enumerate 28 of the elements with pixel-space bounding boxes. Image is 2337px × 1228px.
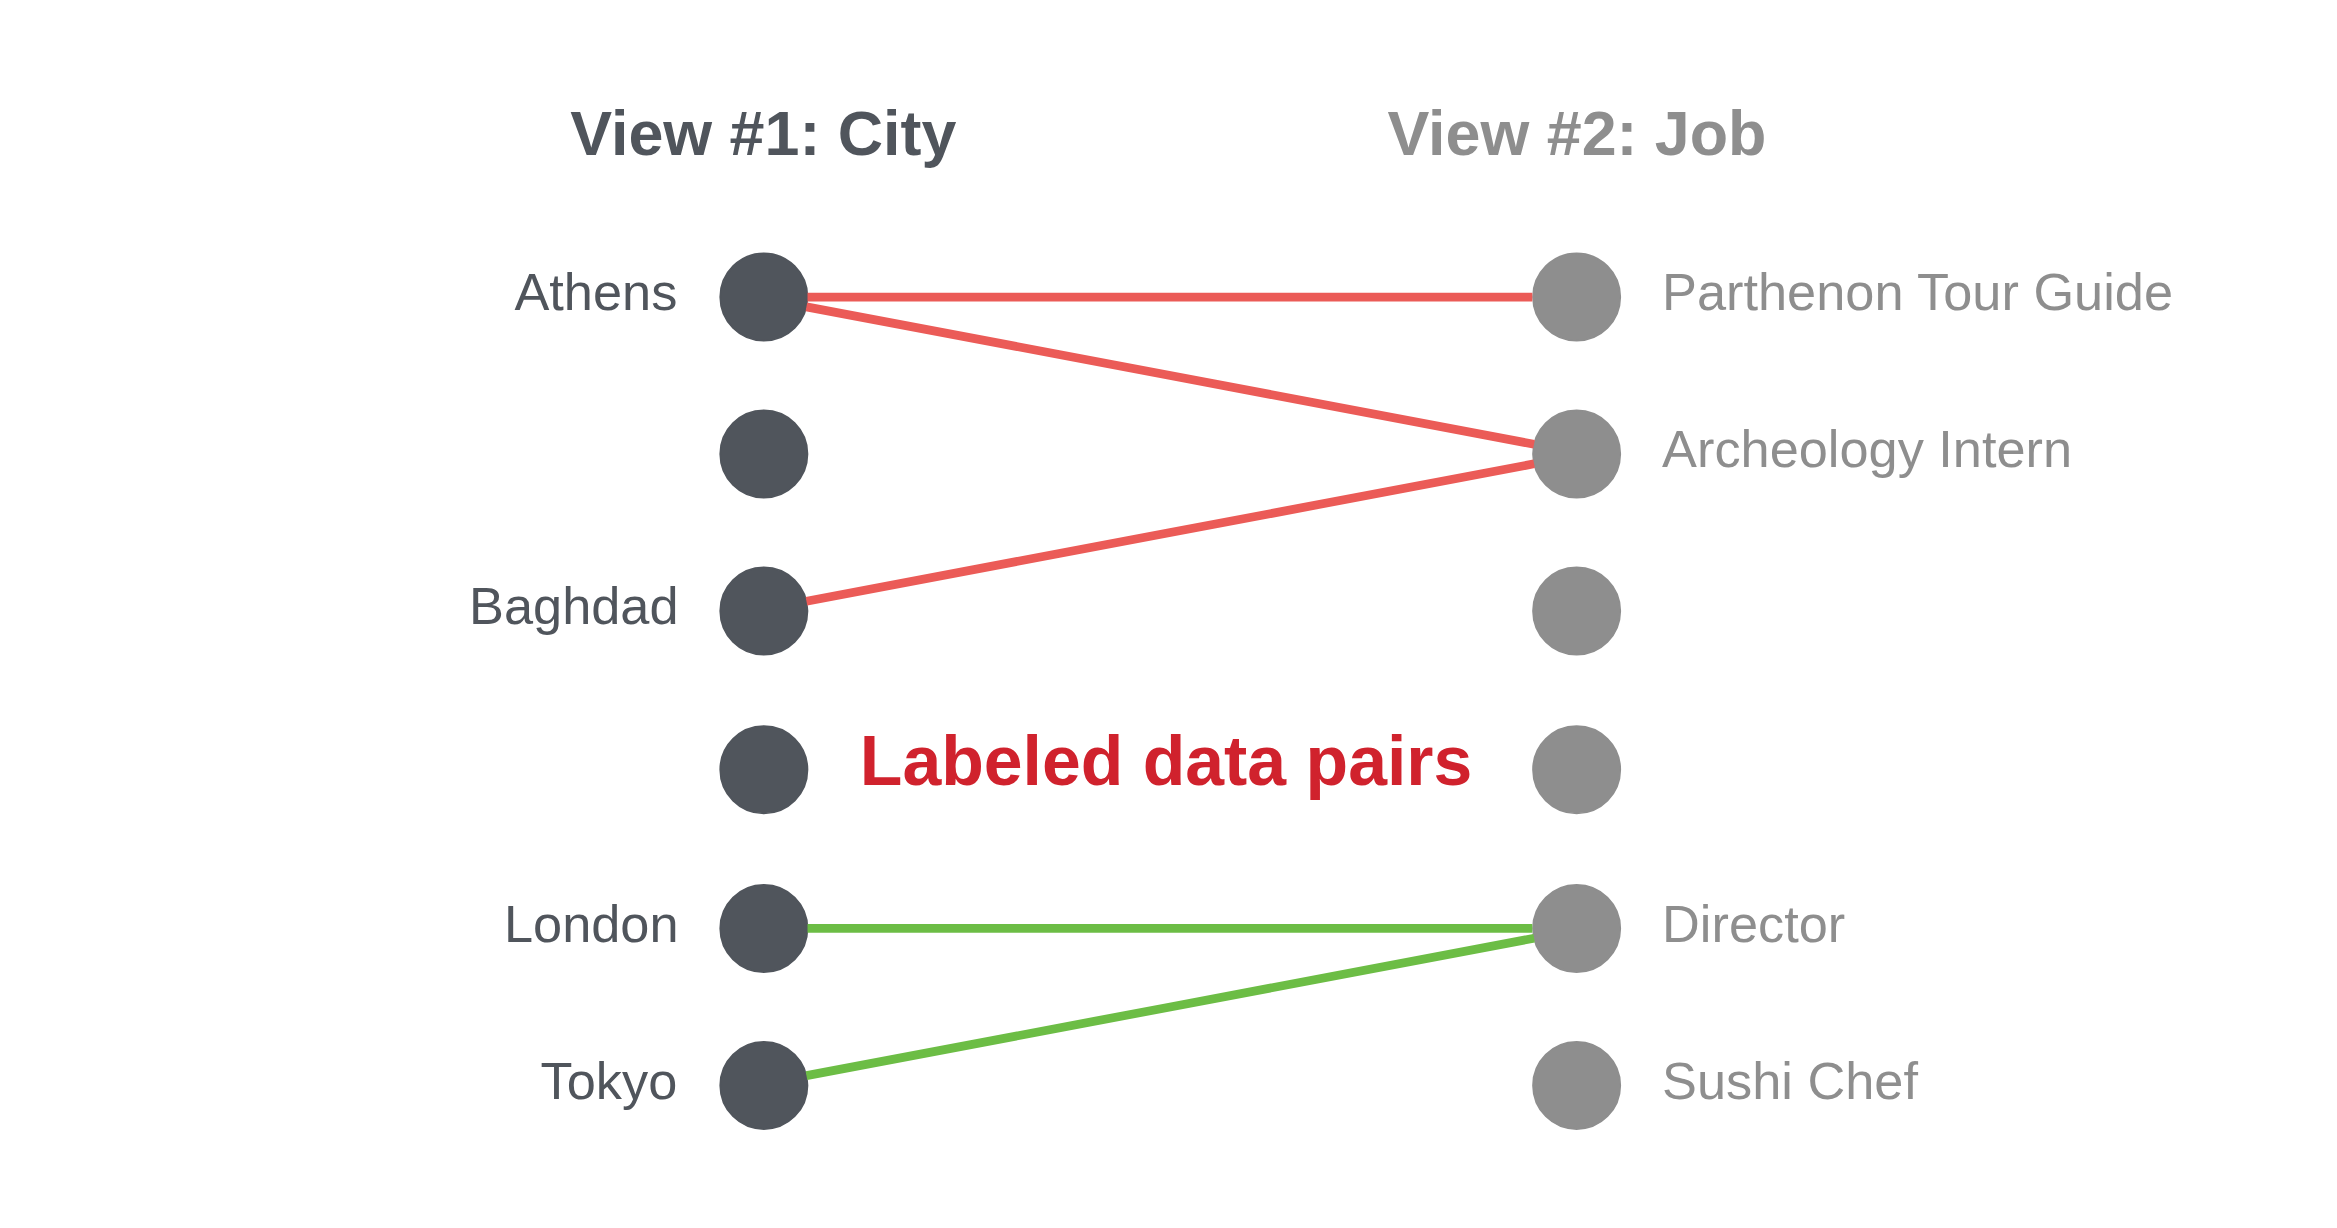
node-circle (719, 1040, 809, 1130)
connector (805, 933, 1535, 1080)
node-circle (1532, 724, 1622, 814)
label: View #1: City (570, 97, 957, 168)
label: View #2: Job (1387, 97, 1767, 168)
node-circle (1532, 883, 1622, 973)
node-label: London (503, 894, 679, 953)
node-circle (1532, 409, 1622, 498)
node-circle (719, 409, 809, 498)
node-circle (719, 724, 809, 814)
node-circle (719, 883, 809, 973)
node-label: Baghdad (469, 576, 679, 635)
node-circle (1532, 566, 1622, 655)
node-circle (719, 252, 809, 342)
connector (807, 292, 1533, 301)
node-label: Parthenon Tour Guide (1662, 262, 2173, 321)
node-circle (1532, 252, 1622, 342)
node-circle (1532, 1040, 1622, 1130)
node-label: Sushi Chef (1662, 1051, 1918, 1109)
node-label: Athens (514, 262, 678, 321)
node-label: Director (1662, 894, 1846, 953)
node-label: Archeology Intern (1662, 419, 2073, 478)
connector (807, 923, 1533, 933)
node-circle (719, 566, 809, 655)
label: Labeled data pairs (859, 721, 1473, 800)
connector (805, 459, 1535, 605)
node-label: Tokyo (540, 1051, 678, 1109)
connector (805, 302, 1535, 449)
